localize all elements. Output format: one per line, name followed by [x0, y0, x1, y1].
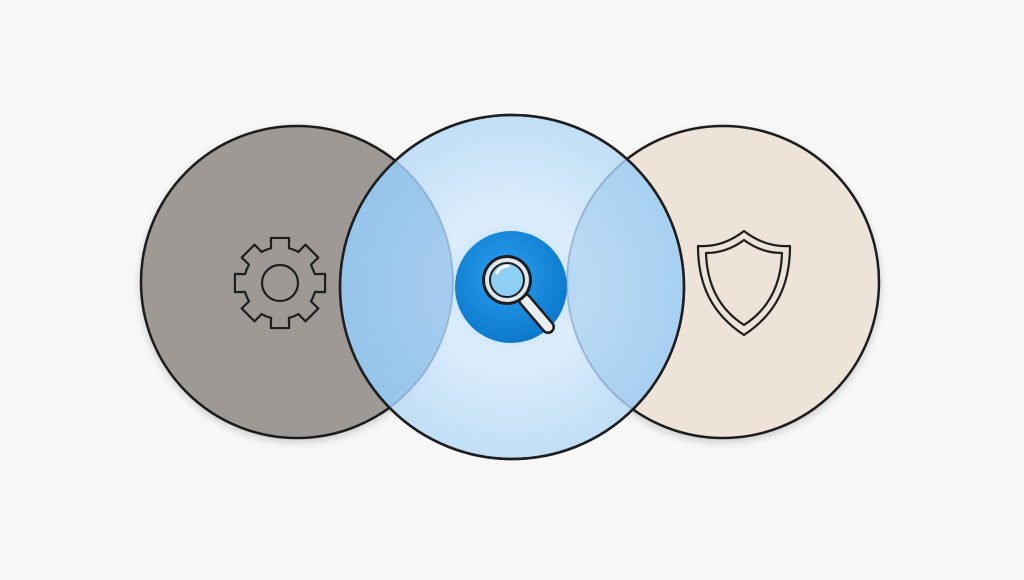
- shield-icon: [696, 229, 792, 337]
- magnifier-icon: [482, 255, 555, 334]
- overlap-regions: [340, 126, 684, 438]
- gear-icon: [233, 236, 327, 330]
